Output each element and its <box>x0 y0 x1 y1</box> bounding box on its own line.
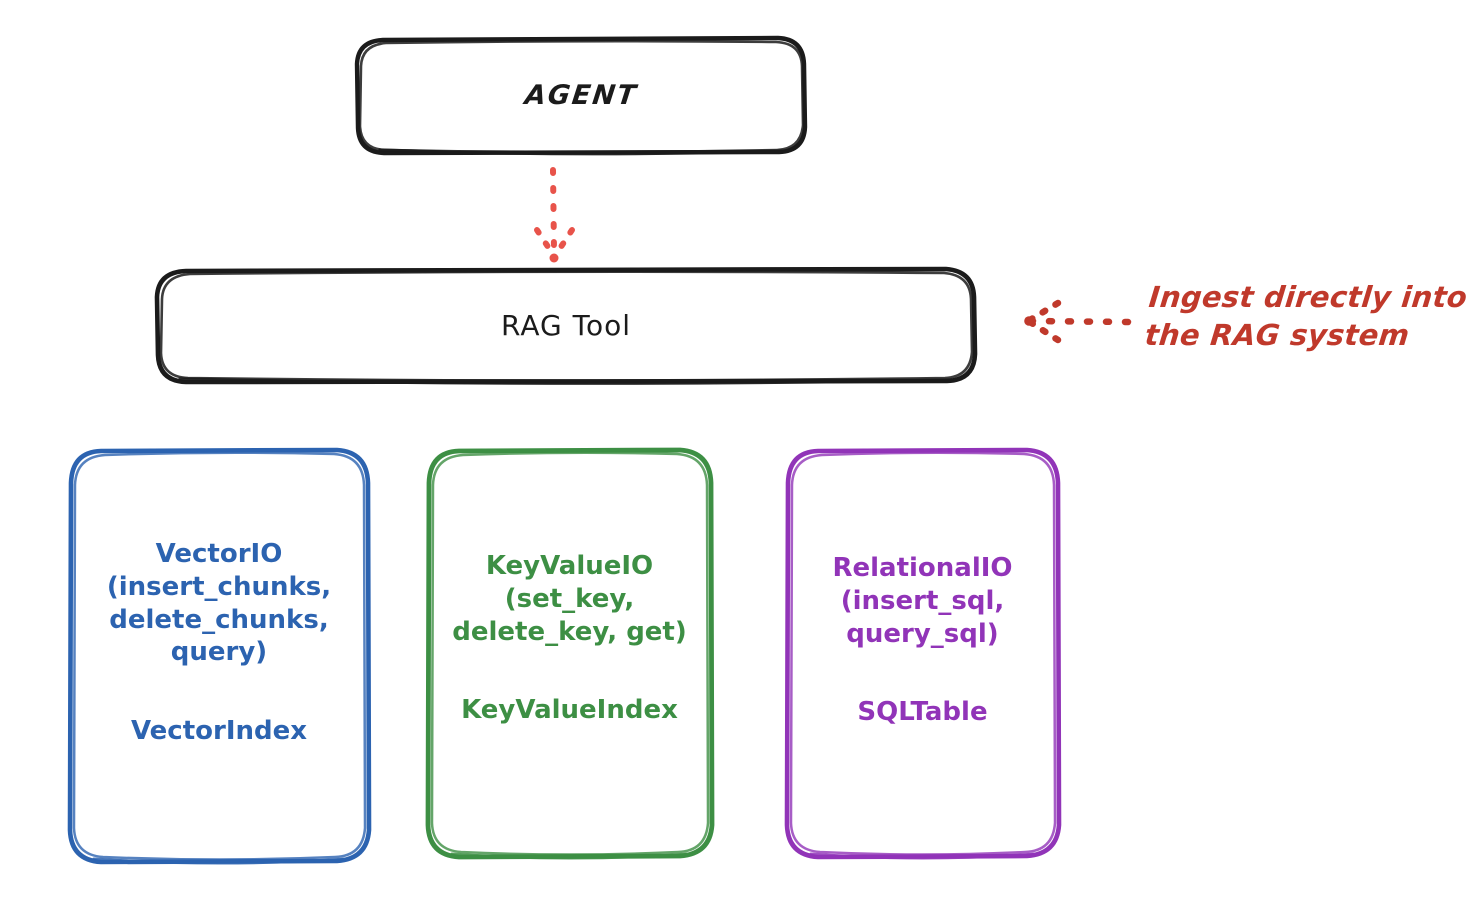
ingest-arrow-connector <box>1024 299 1132 344</box>
keyvalue-io-api-label: KeyValueIO (set_key, delete_key, get) <box>452 551 687 647</box>
node-vector-io[interactable]: VectorIO (insert_chunks, delete_chunks, … <box>70 450 368 862</box>
node-keyvalue-io[interactable]: KeyValueIO (set_key, delete_key, get) Ke… <box>428 450 711 862</box>
node-agent[interactable]: AGENT <box>357 38 805 153</box>
agent-label: AGENT <box>522 80 640 111</box>
node-rag-tool[interactable]: RAG Tool <box>157 269 975 382</box>
node-relational-io[interactable]: RelationalIO (insert_sql, query_sql) SQL… <box>787 450 1058 862</box>
rag-tool-label: RAG Tool <box>501 309 631 342</box>
sql-table-label: SQLTable <box>857 697 988 728</box>
keyvalue-index-label: KeyValueIndex <box>461 695 678 726</box>
agent-to-rag-connector <box>534 167 575 263</box>
relational-io-api-label: RelationalIO (insert_sql, query_sql) <box>832 553 1013 649</box>
ingest-annotation-text: Ingest directly into the RAG system <box>1143 280 1469 353</box>
vector-index-label: VectorIndex <box>130 716 308 746</box>
vector-io-api-label: VectorIO (insert_chunks, delete_chunks, … <box>106 539 332 668</box>
